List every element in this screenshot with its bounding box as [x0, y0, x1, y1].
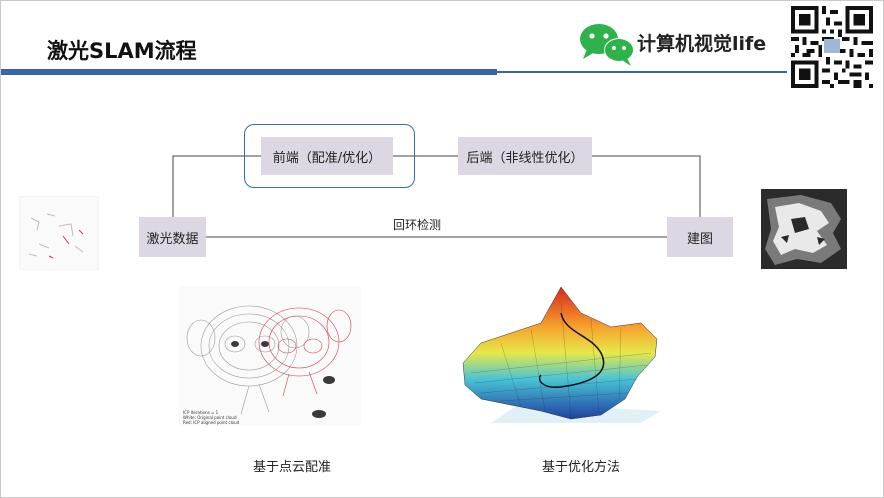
point-cloud-registration-image: ICP Iterations = 1 White: Original point…: [179, 286, 361, 426]
icp-white-legend-text: White: Original point cloud: [183, 415, 237, 420]
loop-closure-label: 回环检测: [393, 218, 442, 232]
wechat-logo-icon: [580, 24, 634, 66]
mapping-box: 建图: [667, 217, 733, 257]
optimization-caption: 基于优化方法: [542, 460, 621, 475]
icp-red-legend-text: Red: ICP aligned point cloud: [183, 420, 240, 425]
slide-title: 激光SLAM流程: [47, 39, 197, 63]
frontend-highlight-frame: [244, 124, 415, 188]
qr-code-icon: [791, 6, 873, 88]
occupancy-map-thumbnail: [761, 189, 847, 269]
title-underline-bar: [1, 69, 497, 75]
frontend-box: 前端（配准/优化）: [261, 137, 393, 175]
registration-caption: 基于点云配准: [253, 460, 332, 475]
logo-text: 计算机视觉life: [637, 33, 767, 55]
optimization-surface-image: [441, 283, 671, 428]
icp-iterations-text: ICP Iterations = 1: [183, 410, 219, 415]
title-underline-thin: [497, 71, 787, 73]
backend-box: 后端（非线性优化）: [458, 137, 592, 175]
laser-data-box: 激光数据: [139, 217, 206, 257]
laser-scan-thumbnail: [19, 196, 99, 270]
